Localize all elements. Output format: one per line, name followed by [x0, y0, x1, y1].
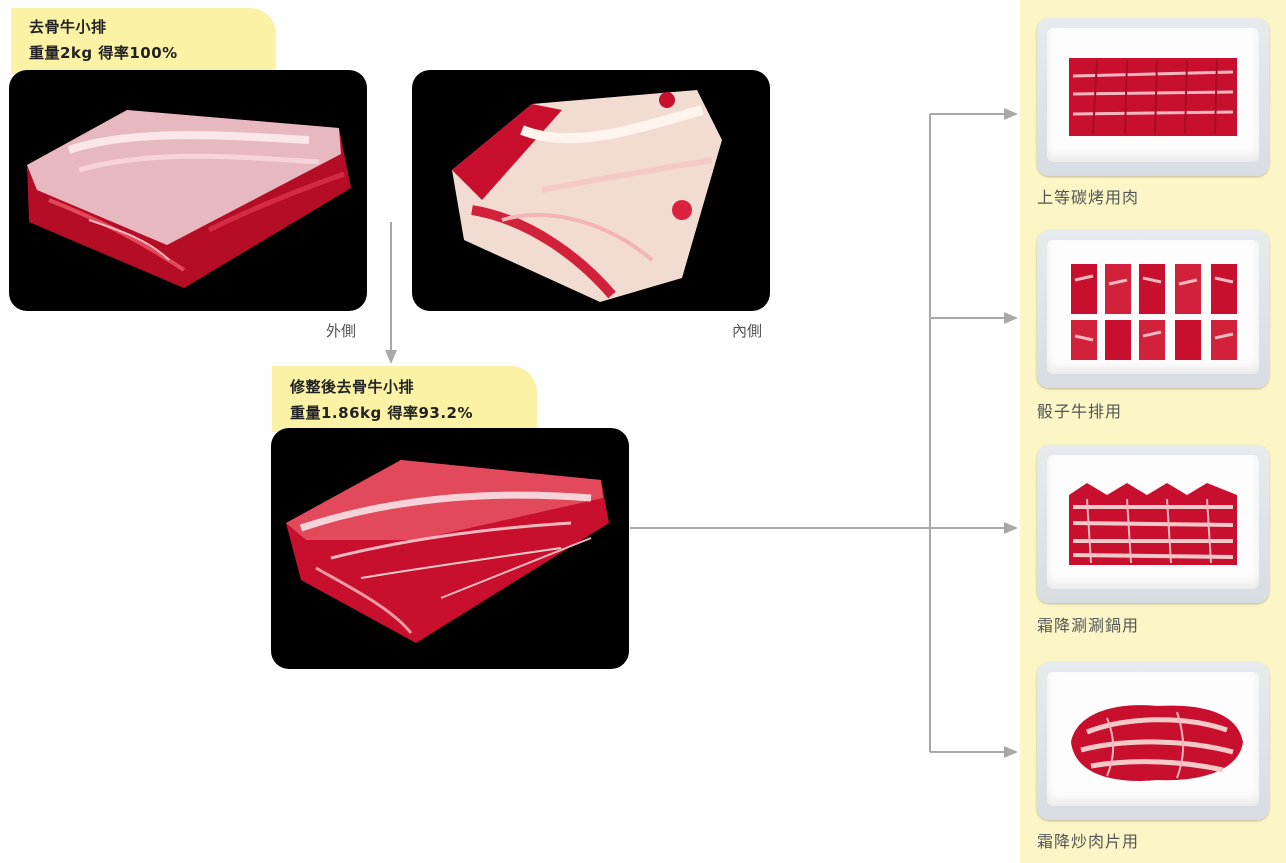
inner-side-photo	[412, 70, 770, 311]
product-label-2: 骰子牛排用	[1037, 398, 1122, 422]
product-tray-4	[1037, 662, 1269, 820]
trimmed-cut-tag: 修整後去骨牛小排 重量1.86kg 得率93.2%	[272, 366, 537, 432]
product-label-1: 上等碳烤用肉	[1037, 184, 1139, 208]
product-label-4: 霜降炒肉片用	[1037, 828, 1139, 852]
outer-side-photo	[9, 70, 367, 311]
product-tray-2	[1037, 230, 1269, 388]
whole-cut-title: 去骨牛小排	[29, 16, 107, 37]
trimmed-cut-weight: 重量1.86kg 得率93.2%	[290, 402, 473, 423]
whole-cut-tag: 去骨牛小排 重量2kg 得率100%	[11, 8, 276, 74]
product-tray-3	[1037, 445, 1269, 603]
trimmed-cut-title: 修整後去骨牛小排	[290, 376, 414, 397]
products-panel: 上等碳烤用肉 骰子牛排用 霜降涮涮鍋用	[1020, 0, 1286, 863]
trimmed-cut-photo	[271, 428, 629, 669]
whole-cut-weight: 重量2kg 得率100%	[29, 42, 178, 63]
inner-side-label: 內側	[732, 320, 762, 341]
outer-side-label: 外側	[326, 320, 356, 341]
product-label-3: 霜降涮涮鍋用	[1037, 612, 1139, 636]
product-tray-1	[1037, 18, 1269, 176]
